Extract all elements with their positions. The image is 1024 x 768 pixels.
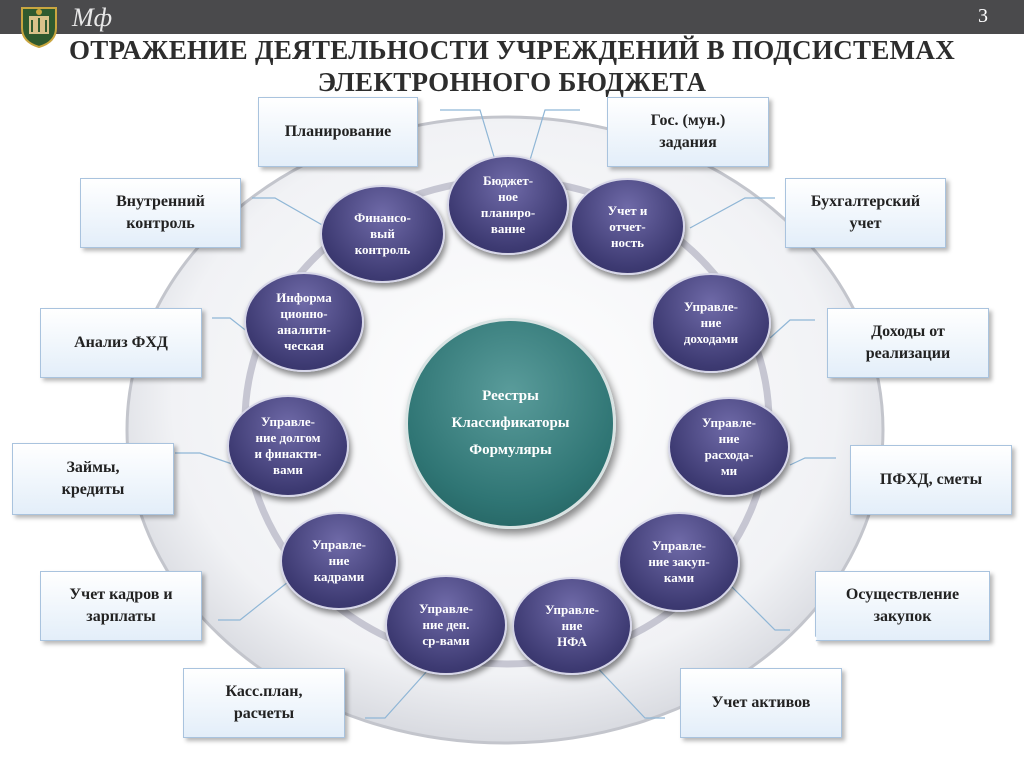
box-state-assignments: Гос. (мун.) задания (607, 97, 769, 167)
node-accounting-reporting: Учет и отчет- ность (570, 178, 685, 275)
node-debt-management: Управле- ние долгом и финакти- вами (227, 395, 349, 497)
top-bar (0, 0, 1024, 34)
node-nfa-management: Управле- ние НФА (512, 577, 632, 675)
slide-number: 3 (978, 5, 988, 27)
box-cash-plan: Касс.план, расчеты (183, 668, 345, 738)
center-item-registries: Реестры (482, 388, 539, 404)
center-item-forms: Формуляры (469, 442, 552, 458)
box-fhd-analysis: Анализ ФХД (40, 308, 202, 378)
box-procurement: Осуществление закупок (815, 571, 990, 641)
box-pfhd-estimates: ПФХД, сметы (850, 445, 1012, 515)
connector-lines (175, 109, 836, 719)
box-asset-accounting: Учет активов (680, 668, 842, 738)
box-hr-payroll: Учет кадров и зарплаты (40, 571, 202, 641)
title-line-1: ОТРАЖЕНИЕ ДЕЯТЕЛЬНОСТИ УЧРЕЖДЕНИЙ В ПОДС… (68, 35, 956, 65)
box-internal-control: Внутренний контроль (80, 178, 241, 248)
node-hr-management: Управле- ние кадрами (280, 512, 398, 610)
node-cash-management: Управле- ние ден. ср-вами (385, 575, 507, 675)
watermark-letter: В (805, 632, 818, 652)
box-loans-credits: Займы, кредиты (12, 443, 174, 515)
box-accounting: Бухгалтерский учет (785, 178, 946, 248)
page-title: ОТРАЖЕНИЕ ДЕЯТЕЛЬНОСТИ УЧРЕЖДЕНИЙ В ПОДС… (0, 34, 1024, 98)
node-financial-control: Финансо- вый контроль (320, 185, 445, 283)
node-budget-planning: Бюджет- ное планиро- вание (447, 155, 569, 255)
logo-text: Мф (72, 3, 113, 32)
box-planning: Планирование (258, 97, 418, 167)
node-expense-management: Управле- ние расхода- ми (668, 397, 790, 497)
node-procurement-management: Управле- ние закуп- ками (618, 512, 740, 612)
node-information-analytics: Информа ционно- аналити- ческая (244, 272, 364, 372)
center-item-classifiers: Классификаторы (451, 415, 570, 431)
coat-of-arms-logo (21, 7, 57, 48)
node-revenue-management: Управле- ние доходами (651, 273, 771, 373)
center-registries-node: Реестры Классификаторы Формуляры (405, 318, 616, 529)
box-sales-revenue: Доходы от реализации (827, 308, 989, 378)
title-line-2: ЭЛЕКТРОННОГО БЮДЖЕТА (317, 67, 707, 97)
